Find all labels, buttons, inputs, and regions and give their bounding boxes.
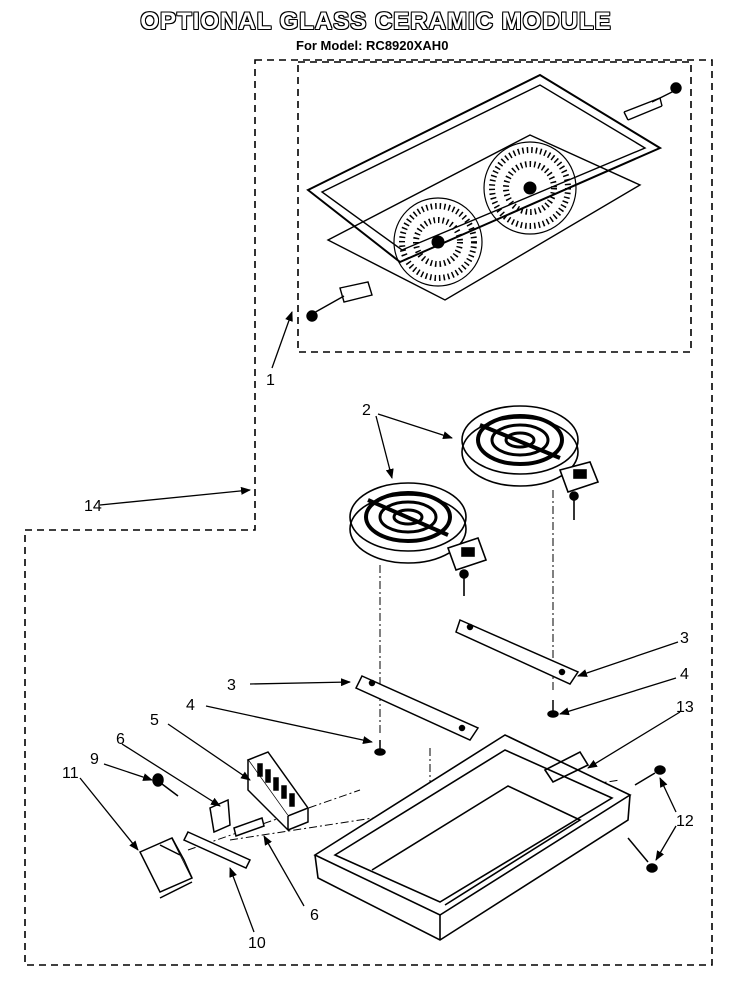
module-boundary <box>24 59 713 966</box>
model-subtitle: For Model: RC8920XAH0 <box>296 38 449 53</box>
cooktop-assembly-boundary <box>297 61 692 353</box>
base-pan <box>313 734 632 941</box>
mounting-brackets <box>354 618 580 741</box>
pan-screws <box>627 765 666 873</box>
radiant-burner-patterns <box>393 141 577 287</box>
callout-2: 2 <box>362 402 371 419</box>
callout-9: 9 <box>90 751 99 768</box>
bracket-screws <box>374 700 559 756</box>
callout-10: 10 <box>248 935 266 952</box>
callout-4-right: 4 <box>680 666 689 683</box>
callout-4-left: 4 <box>186 697 195 714</box>
surface-element-rear <box>461 405 600 520</box>
callout-6-bottom: 6 <box>310 907 319 924</box>
callout-14: 14 <box>84 498 102 515</box>
callout-3-left: 3 <box>227 677 236 694</box>
callout-5: 5 <box>150 712 159 729</box>
glass-cooktop <box>306 73 663 301</box>
cooktop-clips-and-screws <box>306 82 682 322</box>
callout-12: 12 <box>676 813 694 830</box>
leader-lines <box>79 311 681 933</box>
callout-11: 11 <box>62 765 79 782</box>
callout-6-left: 6 <box>116 731 125 748</box>
callout-13: 13 <box>676 699 694 716</box>
surface-element-front <box>349 482 488 596</box>
screw-9 <box>152 773 179 797</box>
callout-1: 1 <box>266 372 275 389</box>
callout-3-right: 3 <box>680 630 689 647</box>
diagram-title: OPTIONAL GLASS CERAMIC MODULE <box>140 8 612 35</box>
terminal-block <box>246 751 310 832</box>
small-parts <box>138 798 265 899</box>
